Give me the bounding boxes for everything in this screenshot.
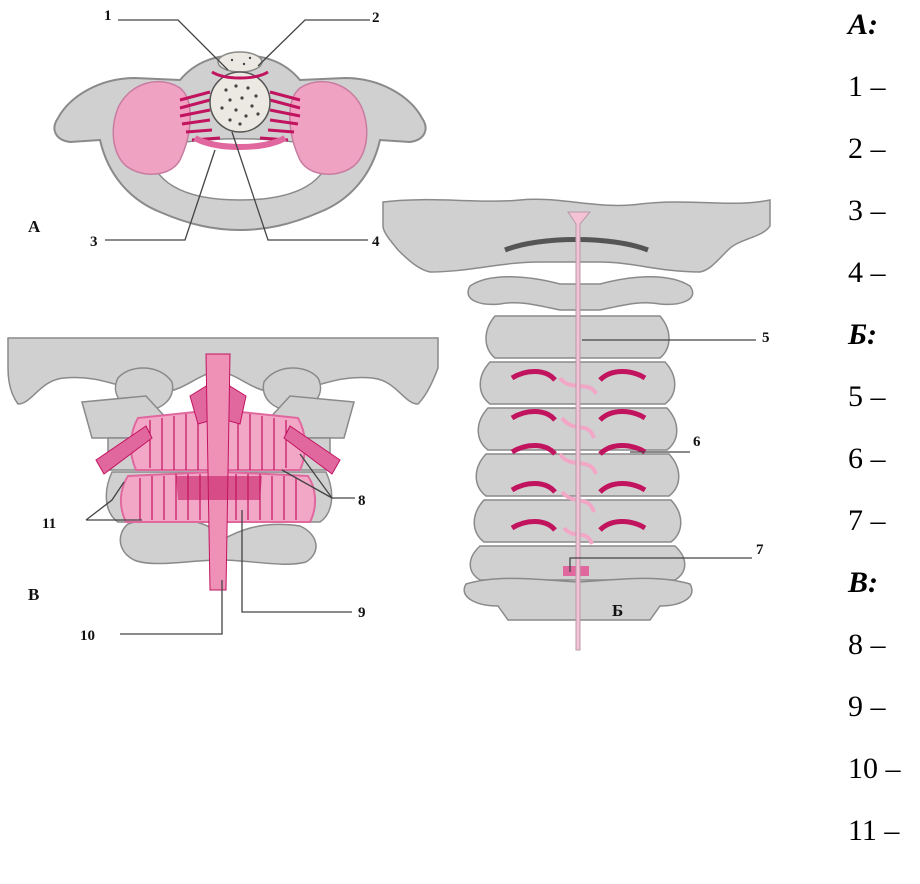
callout-2: 2 <box>372 10 380 26</box>
callout-1: 1 <box>104 8 112 24</box>
callout-11: 11 <box>42 516 56 532</box>
callout-5: 5 <box>762 330 770 346</box>
callout-leader-10 <box>120 580 222 634</box>
panel-label-a: А <box>28 217 41 236</box>
dens-apex <box>218 52 262 72</box>
legend-item-9: 9 – <box>848 690 886 724</box>
legend-item-3: 3 – <box>848 194 886 228</box>
legend-heading-a: А: <box>848 8 878 42</box>
legend-item-7: 7 – <box>848 504 886 538</box>
callout-3: 3 <box>90 234 98 250</box>
legend-item-4: 4 – <box>848 256 886 290</box>
legend-heading-v: В: <box>848 566 878 600</box>
panel-b-cervical-spine-diagram: 5 6 7 Б <box>383 199 770 650</box>
panel-a-atlas-diagram: 1 2 3 4 А <box>28 8 426 250</box>
callout-4: 4 <box>372 234 380 250</box>
cruciform-ligament-vertical <box>206 354 230 590</box>
legend-heading-b: Б: <box>848 318 877 352</box>
callout-8: 8 <box>358 493 366 509</box>
callout-10: 10 <box>80 628 95 644</box>
callout-7: 7 <box>756 542 764 558</box>
legend-item-1: 1 – <box>848 70 886 104</box>
legend-item-10: 10 – <box>848 752 901 786</box>
legend-item-8: 8 – <box>848 628 886 662</box>
callout-9: 9 <box>358 605 366 621</box>
legend-item-5: 5 – <box>848 380 886 414</box>
legend-item-11: 11 – <box>848 814 899 848</box>
legend-item-6: 6 – <box>848 442 886 476</box>
callout-6: 6 <box>693 434 701 450</box>
panel-label-b: Б <box>612 601 623 620</box>
panel-v-craniovertebral-diagram: 8 9 10 11 В <box>8 338 438 644</box>
legend-item-2: 2 – <box>848 132 886 166</box>
cruciform-ligament-horizontal <box>176 476 262 500</box>
callout-leader-2 <box>258 20 370 66</box>
panel-label-v: В <box>28 585 39 604</box>
